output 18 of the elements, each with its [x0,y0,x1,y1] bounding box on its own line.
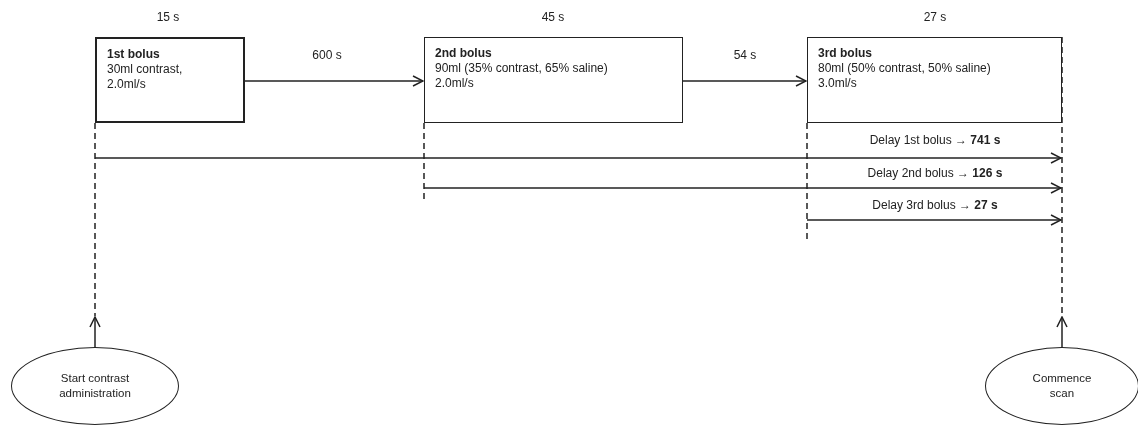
node-heading: 3rd bolus [818,46,873,61]
delay-label: Delay 2nd bolus → 126 s [865,166,1005,181]
delay-label: Delay 1st bolus → 741 s [867,133,1003,148]
node-text: 30ml contrast, 2.0ml/s [107,62,184,92]
node-text: 80ml (50% contrast, 50% saline) 3.0ml/s [818,61,992,91]
bolus-box [95,37,245,123]
node-text: Commence scan [1031,371,1093,401]
arrow [682,75,807,87]
arrow [89,316,101,348]
bolus-box [807,37,1062,123]
bolus-box [424,37,683,123]
delay-label: Delay 3rd bolus → 27 s [870,198,1000,213]
node-text: Start contrast administration [58,371,132,401]
arrow [244,75,424,87]
node-heading: 1st bolus [107,47,161,62]
node-heading: 2nd bolus [435,46,493,61]
node-text: 90ml (35% contrast, 65% saline) 2.0ml/s [435,61,609,91]
arrow [1056,316,1068,348]
